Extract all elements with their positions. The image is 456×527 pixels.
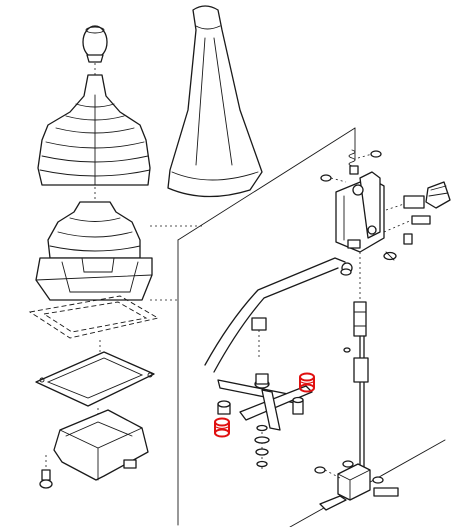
bushing-upper (299, 372, 315, 393)
washer-left (217, 400, 231, 415)
inner-boot (47, 201, 141, 259)
washer-stack (254, 424, 270, 470)
selector-lever (217, 373, 313, 431)
base-housing (53, 409, 149, 481)
grommet-right (385, 181, 451, 211)
bracket-fasteners-left (320, 174, 361, 276)
vertical-rod (343, 252, 369, 473)
spring-upper (348, 149, 382, 175)
lever-pin-right (292, 396, 304, 415)
rod-end-fitting (314, 460, 399, 511)
bolt-lower-left (39, 455, 53, 489)
leather-gaiter (167, 5, 263, 198)
shift-rod (204, 257, 353, 373)
pin-right (383, 215, 431, 261)
cover-plate (35, 351, 155, 407)
rod-clamp (251, 317, 267, 360)
shift-boot (37, 74, 151, 186)
bushing-lower (214, 417, 230, 438)
shift-knob (82, 25, 108, 63)
shift-housing (35, 257, 153, 301)
dashed-gasket (28, 295, 160, 339)
shift-bracket (335, 171, 385, 253)
